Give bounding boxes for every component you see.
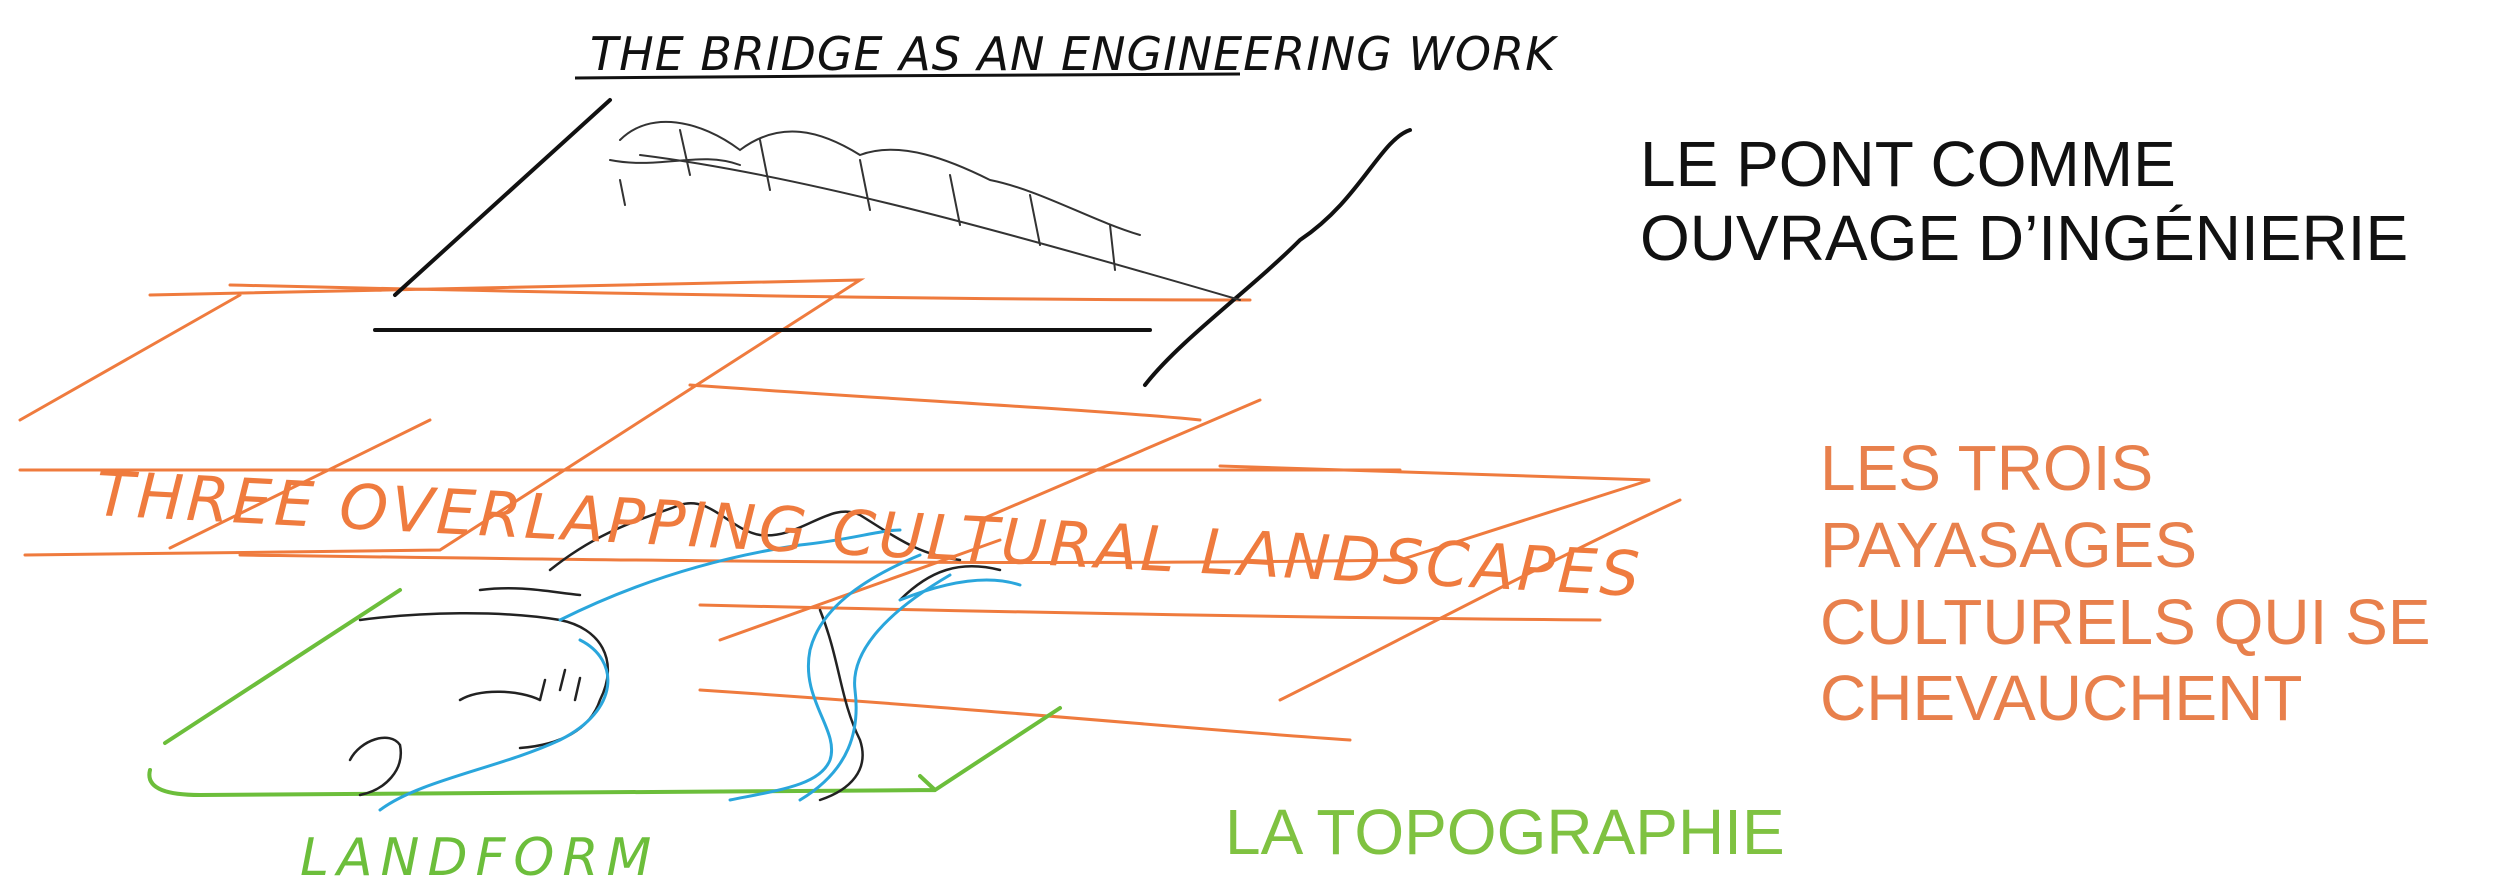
landform-label-fr: LA TOPOGRAPHIE bbox=[1225, 796, 1785, 870]
title-underline bbox=[574, 72, 1241, 80]
bridge-engineering-work bbox=[373, 98, 1412, 387]
title-en: THE BRIDGE AS AN ENGINEERING WORK bbox=[590, 27, 1559, 81]
plane-middle bbox=[168, 398, 1651, 565]
title-group: THE BRIDGE AS AN ENGINEERING WORK bbox=[574, 27, 1559, 81]
bridge-base-line bbox=[373, 328, 1152, 333]
cultural-landscape-planes bbox=[18, 278, 1682, 742]
landform-fr-text: LA TOPOGRAPHIE bbox=[1225, 796, 1785, 868]
landform-en: LANDFORM bbox=[300, 828, 659, 881]
engineering-fr-line-2: OUVRAGE D’INGÉNIERIE bbox=[1640, 201, 2409, 274]
engineering-work-label-fr: LE PONT COMME OUVRAGE D’INGÉNIERIE bbox=[1640, 128, 2408, 275]
engineering-fr-line-1: LE PONT COMME bbox=[1640, 128, 2176, 200]
bridge-deck-edge-right bbox=[1143, 128, 1412, 387]
river-lines bbox=[378, 528, 1022, 812]
plane-bottom bbox=[698, 498, 1682, 742]
cultural-landscapes-label-fr: LES TROIS PAYASAGES CULTURELS QUI SE CHE… bbox=[1820, 430, 2499, 737]
cultural-fr-line-2: CULTURELS QUI SE bbox=[1820, 585, 2431, 658]
cultural-fr-line-1: LES TROIS PAYASAGES bbox=[1820, 432, 2198, 581]
bridge-superstructure bbox=[609, 120, 1241, 301]
bridge-deck-edge-left bbox=[393, 98, 612, 297]
cultural-fr-line-3: CHEVAUCHENT bbox=[1820, 662, 2303, 735]
plane-top bbox=[18, 278, 1402, 557]
